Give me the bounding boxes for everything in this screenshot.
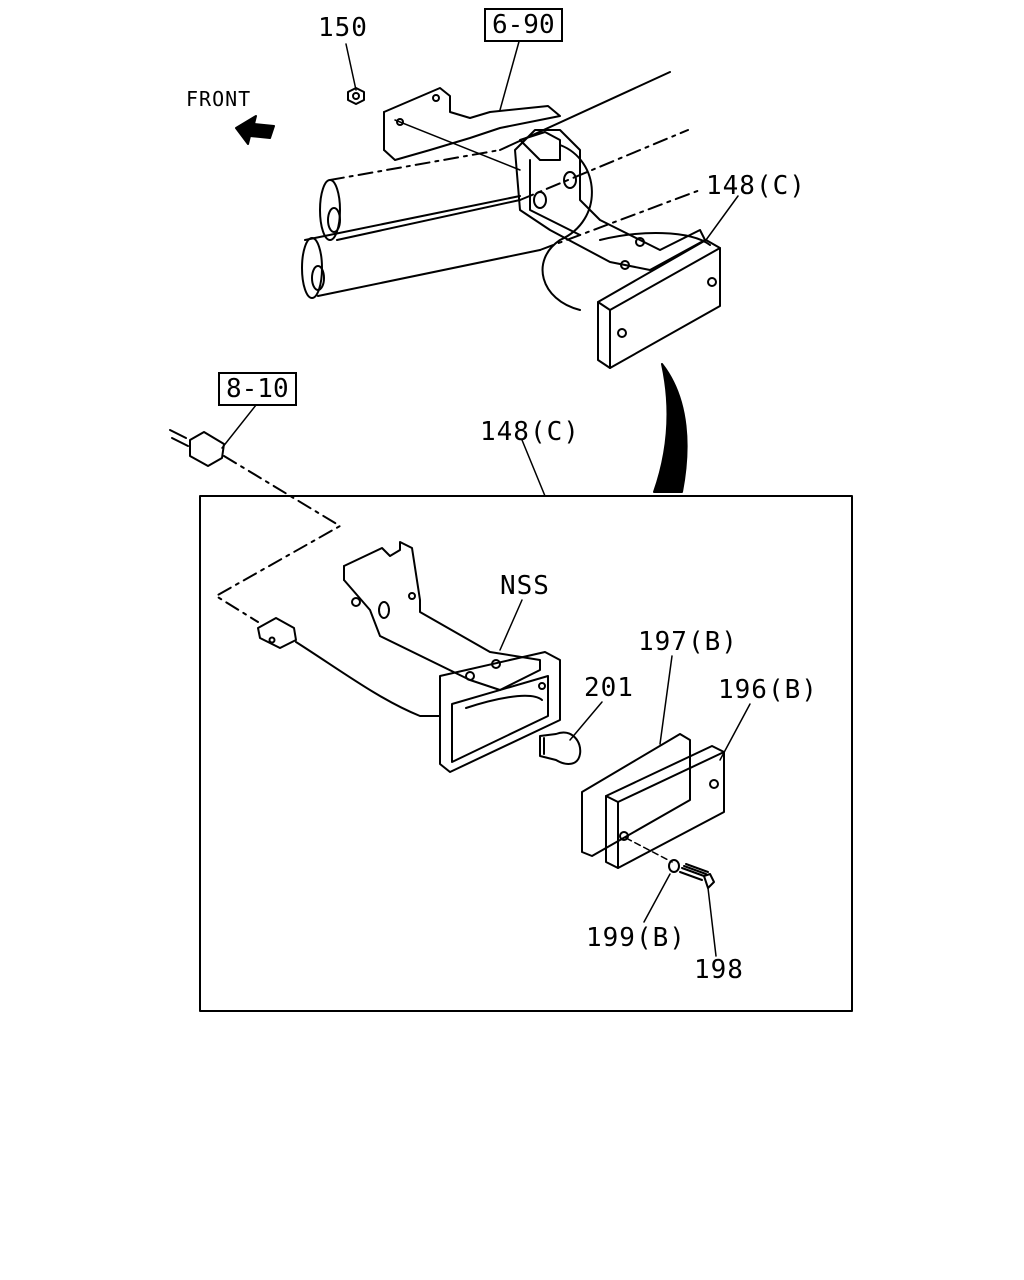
detail-box (199, 495, 853, 1012)
callout-201: 201 (584, 673, 634, 703)
callout-nss: NSS (500, 571, 550, 601)
gasket-197 (581, 733, 691, 857)
front-arrow-icon (235, 115, 275, 145)
callout-196b: 196(B) (718, 675, 818, 705)
callout-198: 198 (694, 955, 744, 985)
callout-197b: 197(B) (638, 627, 738, 657)
upper-lamp (597, 239, 721, 369)
leader-lines-upper (221, 37, 739, 497)
callout-148c-detail: 148(C) (480, 417, 580, 447)
screw-198 (679, 863, 715, 889)
bulb-201 (539, 731, 582, 765)
washer-199 (668, 859, 680, 873)
screw-axis (625, 837, 673, 863)
curved-arrow-icon (653, 363, 688, 493)
ref-box-6-90: 6-90 (484, 8, 563, 42)
callout-150: 150 (318, 13, 368, 43)
callout-148c-top: 148(C) (706, 171, 806, 201)
detail-bracket (343, 541, 561, 773)
lens-196 (605, 745, 725, 869)
upper-bracket (383, 87, 711, 311)
ref-box-8-10: 8-10 (218, 372, 297, 406)
front-label: FRONT (186, 87, 252, 111)
connector-harness (169, 429, 341, 623)
leader-lines-detail (499, 599, 751, 957)
detail-harness (257, 617, 441, 717)
callout-199b: 199(B) (586, 923, 686, 953)
